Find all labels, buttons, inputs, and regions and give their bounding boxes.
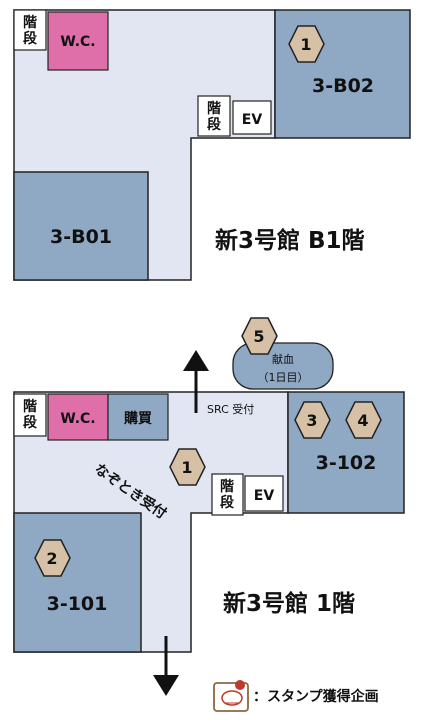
room-3-101-label: 3-101 [47, 593, 108, 615]
b1-ev-label: EV [242, 112, 263, 128]
f1-wc [47, 393, 109, 441]
legend-label: ：スタンプ獲得企画 [253, 688, 379, 705]
stamp-number: 1 [300, 35, 311, 54]
stamp-number: 5 [253, 327, 264, 346]
b1-ev [232, 100, 272, 135]
floor-b1: 3-B02 3-B01 W.C. 階段 階段 EV 1 新3号館 B1階 [13, 9, 411, 281]
f1-stairs [13, 393, 47, 437]
legend: ：スタンプ獲得企画 [213, 680, 379, 712]
stamp-number: 1 [181, 458, 192, 477]
floor-1f: 3-102 3-101 階段 W.C. 購買 階段 EV SRC 受付 なぞとき… [13, 317, 405, 696]
room-3-b01 [13, 171, 149, 281]
room-3-b02 [274, 9, 411, 139]
stamp-badge-icon [294, 401, 331, 439]
b1-stairs-label: 階段 [23, 14, 37, 47]
f1-stairs-2-label: 階段 [220, 478, 234, 511]
room-3-101 [13, 512, 142, 653]
b1-stairs-2 [197, 95, 231, 137]
blood-donation: 献血 （1日目） [232, 342, 334, 390]
b1-wc [47, 11, 109, 71]
room-3-102-label: 3-102 [316, 452, 377, 474]
blood-donation-line1: 献血 [272, 352, 294, 366]
stamp-badge-1f-4: 4 [345, 401, 382, 439]
stamp-badge-icon [241, 317, 278, 355]
stamp-badge-1f-2: 2 [34, 539, 71, 577]
f1-wc-label: W.C. [60, 411, 95, 427]
src-reception-label: SRC 受付 [207, 403, 254, 416]
stamp-badge-b1-1: 1 [288, 25, 325, 63]
stamp-badge-icon [288, 25, 325, 63]
f1-stairs-2 [211, 473, 244, 516]
room-3-b01-label: 3-B01 [50, 226, 112, 248]
stamp-card-icon [213, 680, 249, 712]
stamp-badge-icon [345, 401, 382, 439]
up-arrow-icon [183, 350, 209, 413]
f1-stairs-label: 階段 [23, 398, 37, 431]
stamp-number: 3 [306, 411, 317, 430]
stamp-badge-icon [169, 448, 206, 486]
room-3-b02-label: 3-B02 [312, 75, 374, 97]
f1-shop [107, 393, 169, 441]
b1-floor-title: 新3号館 B1階 [215, 227, 365, 254]
down-arrow-icon [153, 636, 179, 696]
b1-stairs-2-label: 階段 [207, 100, 221, 133]
stamp-number: 2 [46, 549, 57, 568]
b1-wc-label: W.C. [60, 34, 95, 50]
stamp-badge-1f-1: 1 [169, 448, 206, 486]
stamp-badge-1f-5: 5 [241, 317, 278, 355]
f1-ev-label: EV [254, 488, 275, 504]
stamp-badge-1f-3: 3 [294, 401, 331, 439]
b1-stairs [13, 9, 47, 51]
blood-donation-line2: （1日目） [258, 371, 309, 384]
f1-floor-title: 新3号館 1階 [223, 590, 355, 617]
f1-ev [244, 475, 284, 512]
stamp-badge-icon [34, 539, 71, 577]
f1-shop-label: 購買 [123, 410, 153, 427]
stamp-number: 4 [357, 411, 368, 430]
